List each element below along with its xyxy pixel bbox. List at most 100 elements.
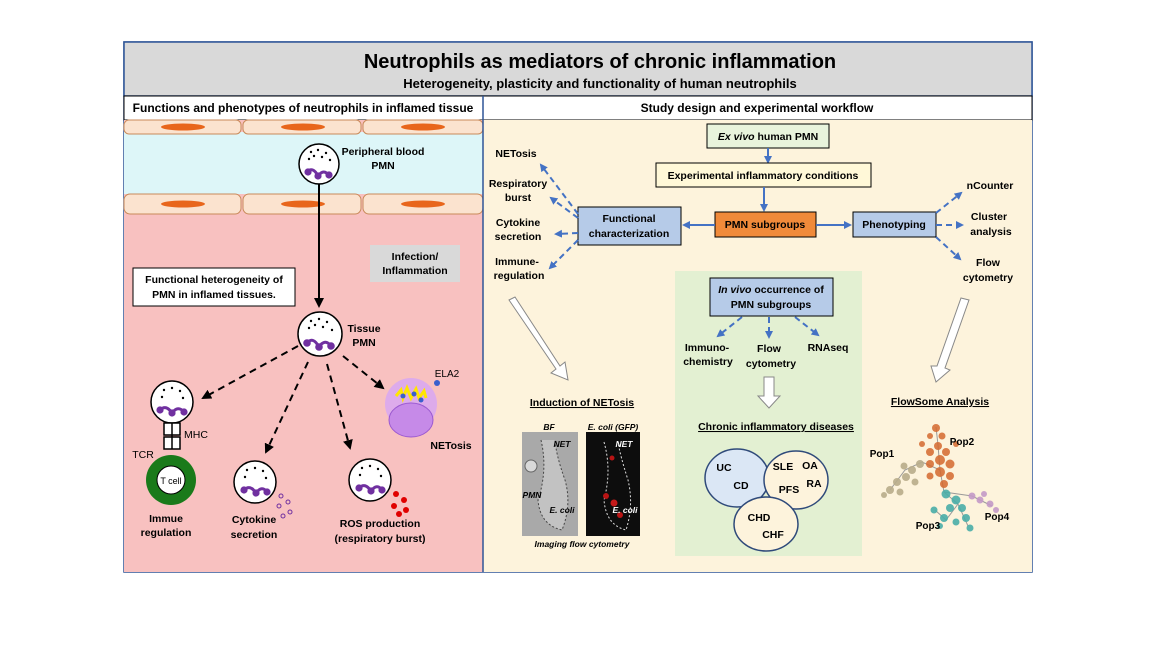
disease-hollow-arrow <box>756 376 782 409</box>
disease-cd: CD <box>733 480 749 492</box>
in-vivo-box <box>709 277 834 317</box>
netosis-hollow-arrow <box>508 296 569 381</box>
cytokine-label-2: secretion <box>231 529 278 541</box>
method-immuno-1: Immuno- <box>685 342 730 354</box>
disease-venn <box>704 448 829 552</box>
endothelium-top <box>123 119 484 135</box>
method-immuno-2: chemistry <box>683 356 733 368</box>
net-label-bf: NET <box>554 439 572 449</box>
tissue-pmn-fate-arrows <box>201 345 385 454</box>
bf-label: BF <box>543 422 555 432</box>
functional-label-2: characterization <box>589 228 670 240</box>
phenotyping-label: Phenotyping <box>862 219 926 231</box>
tcr-label: TCR <box>132 449 154 461</box>
ela2-label: ELA2 <box>435 369 460 380</box>
output-cluster-2: analysis <box>970 226 1012 238</box>
blood-pmn-label-1: Peripheral blood <box>342 146 425 158</box>
main-title: Neutrophils as mediators of chronic infl… <box>364 51 836 73</box>
output-cluster-1: Cluster <box>971 211 1007 223</box>
ros-label-1: ROS production <box>340 518 421 530</box>
method-flow-2: cytometry <box>746 358 796 370</box>
title-bar <box>123 41 1033 97</box>
disease-uc: UC <box>716 462 732 474</box>
net-label-gfp: NET <box>616 439 634 449</box>
output-netosis: NETosis <box>495 148 536 160</box>
pmn-subgroups-box <box>714 211 817 238</box>
left-header: Functions and phenotypes of neutrophils … <box>133 101 474 115</box>
cytokine-particles <box>276 493 293 519</box>
main-subtitle: Heterogeneity, plasticity and functional… <box>403 76 796 91</box>
pop1-label: Pop1 <box>870 449 895 460</box>
conditions-label: Experimental inflammatory conditions <box>668 170 859 182</box>
mhc-tcr-synapse <box>163 422 181 450</box>
disease-pfs: PFS <box>779 484 799 496</box>
endothelium-bottom <box>123 193 484 215</box>
output-cytokine-2: secretion <box>495 231 542 243</box>
infection-label-1: Infection/ <box>392 251 439 263</box>
imaging-caption: Imaging flow cytometry <box>535 539 631 549</box>
pmn-label-bf: PMN <box>523 490 543 500</box>
induction-title: Induction of NETosis <box>530 397 634 409</box>
conditions-box <box>655 162 872 188</box>
flowsome-tree <box>881 424 999 532</box>
disease-ra: RA <box>806 478 822 490</box>
ros-particles <box>391 491 409 517</box>
ela2-dot <box>434 380 440 386</box>
immune-regulation-label-1: Immue <box>149 513 183 525</box>
tissue-pmn-label-2: PMN <box>352 337 375 349</box>
functional-output-arrows <box>539 163 579 270</box>
ecoli-label-bf: E. coli <box>549 505 575 515</box>
mhc-label: MHC <box>184 429 208 441</box>
in-vivo-label-1: In vivo occurrence of <box>718 284 824 296</box>
left-panel: Peripheral blood PMN Infection/ Inflamma… <box>123 119 484 572</box>
right-header: Study design and experimental workflow <box>641 101 874 115</box>
pop3-label: Pop3 <box>916 521 941 532</box>
chronic-diseases-title: Chronic inflammatory diseases <box>698 421 854 433</box>
method-flow-1: Flow <box>757 343 782 355</box>
pop4-label: Pop4 <box>985 512 1010 523</box>
infection-label-2: Inflammation <box>382 265 447 277</box>
brightfield-image <box>522 432 578 536</box>
immune-regulation-label-2: regulation <box>141 527 192 539</box>
ros-label-2: (respiratory burst) <box>334 533 425 545</box>
tissue-pmn-label-1: Tissue <box>347 323 380 335</box>
t-cell-label: T cell <box>160 476 181 486</box>
netosis-left-label: NETosis <box>430 440 471 452</box>
ecoli-gfp-image <box>586 432 640 536</box>
functional-heterogeneity-1: Functional heterogeneity of <box>145 274 283 286</box>
netosis-cell <box>385 378 437 438</box>
output-respiratory-2: burst <box>505 192 532 204</box>
phenotyping-box <box>852 211 937 238</box>
t-cell <box>146 455 196 505</box>
in-vivo-label-2: PMN subgroups <box>731 299 812 311</box>
flowsome-hollow-arrow <box>930 297 970 383</box>
disease-chf: CHF <box>762 529 784 541</box>
disease-chd: CHD <box>748 512 771 524</box>
method-rnaseq: RNAseq <box>808 342 849 354</box>
output-flow-2: cytometry <box>963 272 1013 284</box>
cytokine-label-1: Cytokine <box>232 514 277 526</box>
ros-pmn-cell <box>348 458 392 502</box>
phenotyping-output-arrows <box>935 191 964 261</box>
disease-sle: SLE <box>773 461 793 473</box>
pmn-subgroups-label: PMN subgroups <box>725 219 806 231</box>
functional-heterogeneity-box <box>132 267 296 307</box>
pop2-label: Pop2 <box>950 437 975 448</box>
output-flow-1: Flow <box>976 257 1001 269</box>
blood-pmn-cell <box>298 143 340 185</box>
functional-label-1: Functional <box>602 213 655 225</box>
right-panel: Ex vivo human PMN Experimental inflammat… <box>483 120 1032 572</box>
ecoli-label-gfp: E. coli <box>612 505 638 515</box>
blood-pmn-label-2: PMN <box>371 160 394 172</box>
ex-vivo-label: Ex vivo human PMN <box>718 131 818 143</box>
cytokine-pmn-cell <box>233 460 277 504</box>
output-immune-1: Immune- <box>495 256 539 268</box>
disease-oa: OA <box>802 460 818 472</box>
flowsome-title: FlowSome Analysis <box>891 396 989 408</box>
ecoli-gfp-label: E. coli (GFP) <box>588 422 639 432</box>
output-ncounter: nCounter <box>967 180 1014 192</box>
output-respiratory-1: Respiratory <box>489 178 548 190</box>
infection-box <box>370 245 460 282</box>
ex-vivo-box <box>706 123 830 149</box>
